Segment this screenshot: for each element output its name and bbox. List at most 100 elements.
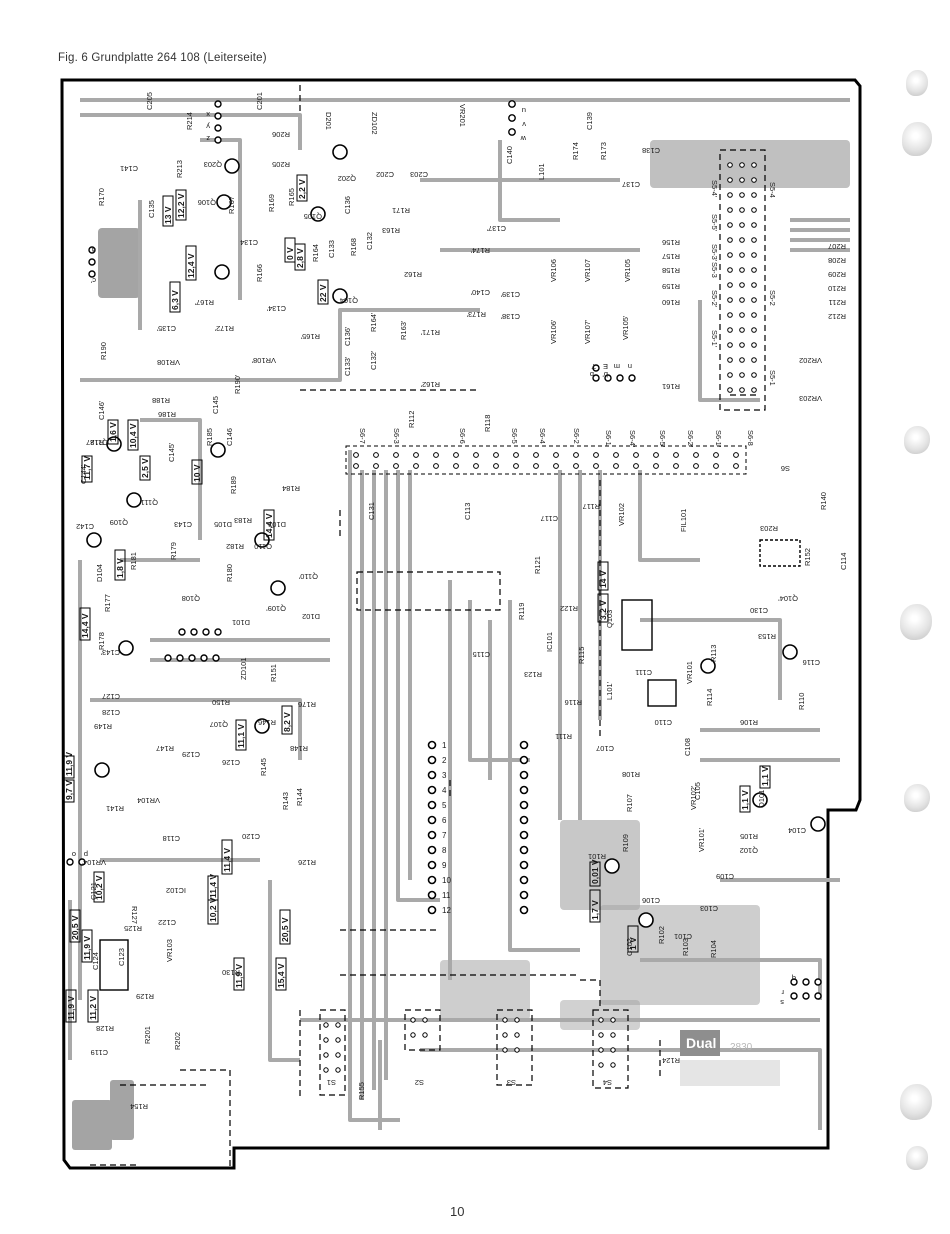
voltage-label: 8,2 V: [282, 712, 292, 732]
connector-label: S6: [781, 464, 790, 473]
ic-outlines: [99, 539, 801, 991]
component-label: R145: [259, 758, 268, 776]
binder-hole-decoration: [900, 604, 932, 640]
component-label: R187: [86, 438, 104, 447]
connector-label: S6-8: [746, 430, 755, 446]
voltage-label: 9,7 V: [64, 780, 74, 800]
component-label: R153: [758, 632, 776, 641]
voltage-label: 12,2 V: [176, 193, 186, 218]
component-label: R168: [349, 238, 358, 256]
component-label: R122: [560, 604, 578, 613]
component-label: VR202: [799, 356, 822, 365]
dual-logo: Dual 2830: [680, 1030, 780, 1086]
terminal-letter: n: [628, 362, 632, 371]
voltage-label: 10,4 V: [128, 423, 138, 448]
connector-s5-block: [727, 162, 757, 393]
voltage-label: 1,7 V: [590, 900, 600, 920]
terminal-letter: T: [591, 362, 596, 371]
connector-label: S6-5: [510, 428, 519, 444]
component-label: R121: [533, 556, 542, 574]
component-label: R152: [803, 548, 812, 566]
component-labels: C205 R214 C201 D201 ZD102 VR201 R206 R20…: [76, 92, 848, 1111]
component-label: D104: [95, 564, 104, 582]
component-label: C105: [693, 782, 702, 800]
component-label: C130: [750, 606, 768, 615]
component-label: VR105: [623, 259, 632, 282]
voltage-label: 20,5 V: [280, 917, 290, 942]
component-label: R169: [267, 194, 276, 212]
pad-number: 8: [442, 846, 447, 855]
component-label: R167: [227, 196, 236, 214]
binder-hole-decoration: [902, 122, 932, 156]
component-label: FIL101: [679, 509, 688, 532]
pad-number: 5: [442, 801, 447, 810]
terminal-letter: r: [781, 988, 784, 997]
voltage-label: 1,8 V: [115, 558, 125, 578]
component-label: Q112: [90, 438, 108, 447]
component-label: R128: [96, 1024, 114, 1033]
connector-label: S3: [507, 1078, 516, 1087]
component-label: C137: [622, 180, 640, 189]
component-label: R186: [158, 410, 176, 419]
transistors: [86, 144, 826, 928]
voltage-label: 12,4 V: [186, 253, 196, 278]
component-label: C132: [365, 232, 374, 250]
component-label: ZD101: [239, 657, 248, 680]
component-label: R105: [740, 832, 758, 841]
voltage-label: 22 V: [318, 284, 328, 302]
connector-s6-strip: [345, 445, 747, 475]
component-label: R174: [571, 142, 580, 160]
component-label: R202: [173, 1032, 182, 1050]
terminal-letter: w: [520, 134, 527, 143]
component-label: C114: [839, 553, 848, 570]
component-label: R177: [103, 594, 112, 612]
component-label: C145': [167, 442, 176, 462]
component-label: VR108': [251, 356, 276, 365]
connector-label: S2: [415, 1078, 424, 1087]
component-label: C123: [117, 948, 126, 966]
component-label: R206: [272, 130, 290, 139]
component-label: R205: [272, 160, 290, 169]
component-label: VR102': [689, 785, 698, 810]
component-label: R156: [662, 238, 680, 247]
component-label: R183: [234, 516, 252, 525]
component-label: C146: [225, 428, 234, 446]
component-label: Q111: [141, 498, 158, 507]
component-label: C118: [163, 834, 180, 843]
pad-number: 3: [442, 771, 447, 780]
component-label: C136: [343, 196, 352, 214]
traces: [68, 98, 850, 1130]
voltage-label: 6,3 V: [170, 290, 180, 310]
voltage-label: 11,9 V: [234, 964, 244, 988]
connector-label: S5-4': [710, 180, 719, 198]
component-label: R159: [662, 282, 680, 291]
component-label: R104: [709, 940, 718, 958]
component-label: VR108: [157, 358, 180, 367]
component-label: Q102: [740, 846, 758, 855]
component-label: R207: [828, 242, 846, 251]
connector-label: S4: [603, 1078, 612, 1087]
terminal-letter: u: [522, 106, 526, 115]
figure-caption: Fig. 6 Grundplatte 264 108 (Leiterseite): [58, 52, 267, 64]
connector-label: S6-3: [392, 428, 401, 444]
pad-number: 1: [442, 741, 447, 750]
binder-hole-decoration: [904, 784, 930, 812]
voltage-label: 20,5 V: [70, 915, 80, 940]
connector-label: S5-2': [710, 290, 719, 308]
component-label: VR104': [81, 858, 106, 867]
component-label: R165': [300, 332, 320, 341]
component-label: R163': [399, 320, 408, 340]
voltage-label: 10 V: [192, 464, 202, 482]
component-label: C203: [410, 170, 428, 179]
component-label: VR103: [165, 939, 174, 962]
component-label: R182: [226, 542, 244, 551]
component-label: R113: [709, 645, 718, 662]
component-label: C106: [642, 896, 660, 905]
connector-label: S5-1: [768, 370, 777, 386]
component-label: D102: [302, 612, 320, 621]
component-label: R160: [662, 298, 680, 307]
component-label: R112: [407, 411, 416, 428]
component-label: R184: [282, 484, 300, 493]
board-outline: [60, 78, 862, 1170]
